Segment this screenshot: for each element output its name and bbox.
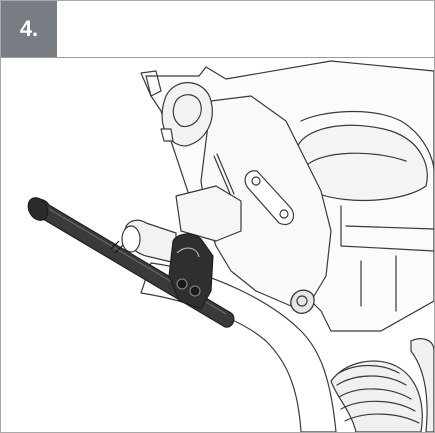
assembly-illustration bbox=[1, 58, 434, 432]
cavity-upper bbox=[300, 110, 434, 172]
round-fastener bbox=[290, 289, 315, 314]
step-badge: 4. bbox=[1, 1, 57, 57]
bracket bbox=[175, 185, 242, 242]
corrugated-hose bbox=[330, 338, 434, 432]
step-header: 4. bbox=[1, 1, 434, 58]
assembly-step-icon bbox=[27, 60, 434, 432]
clip bbox=[168, 233, 214, 310]
step-number: 4. bbox=[19, 16, 39, 41]
